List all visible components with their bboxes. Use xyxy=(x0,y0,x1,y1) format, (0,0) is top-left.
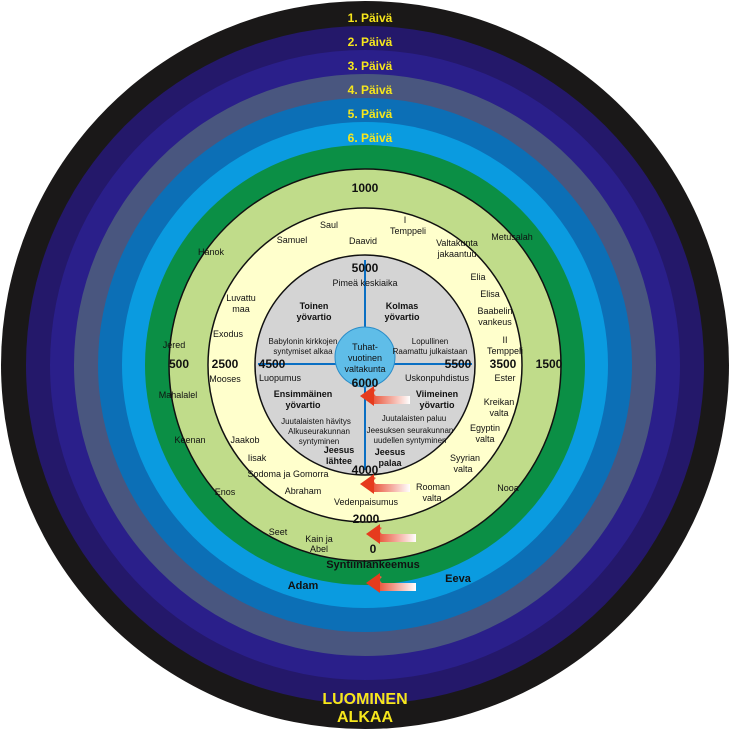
creation-begins-line2: ALKAA xyxy=(337,709,393,726)
label-isak: Iisak xyxy=(248,453,267,463)
label-keenan: Keenan xyxy=(174,435,205,445)
label-sodom: Sodoma ja Gomorra xyxy=(247,469,328,479)
label-babylon-a: Baabelin xyxy=(477,306,512,316)
year-3500: 3500 xyxy=(490,357,517,371)
year-1000: 1000 xyxy=(352,181,379,195)
day-label-5: 5. Päivä xyxy=(348,107,393,121)
label-third-watch-a: Kolmas xyxy=(386,301,419,311)
label-last-watch-a: Viimeinen xyxy=(416,389,458,399)
label-temple1-b: Temppeli xyxy=(390,226,426,236)
label-elisa: Elisa xyxy=(480,289,500,299)
label-final-a: Lopullinen xyxy=(412,337,448,346)
label-early-church-b: syntyminen xyxy=(299,437,339,446)
day-label-2: 2. Päivä xyxy=(348,35,393,49)
label-hanok: Hanok xyxy=(198,247,225,257)
label-temple2-a: II xyxy=(502,335,507,345)
fall-title: Syntiinlankeemus xyxy=(326,559,420,571)
arrow-icon-4000 xyxy=(360,474,410,494)
label-second-watch-b: yövartio xyxy=(296,312,332,322)
label-kingdom-a: Valtakunta xyxy=(436,238,478,248)
arrow-icon-6000 xyxy=(360,386,410,406)
label-first-watch-a: Ensimmäinen xyxy=(274,389,333,399)
label-syria-b: valta xyxy=(453,464,472,474)
label-rome-a: Rooman xyxy=(416,482,450,492)
label-nooa: Nooa xyxy=(497,483,519,493)
label-samuel: Samuel xyxy=(277,235,308,245)
label-mahalalel: Mahalalel xyxy=(159,390,198,400)
center-circle xyxy=(334,326,396,388)
label-first-watch-b: yövartio xyxy=(285,400,321,410)
year-0: 0 xyxy=(370,542,377,556)
label-flood: Vedenpaisumus xyxy=(334,497,399,507)
year-4000: 4000 xyxy=(352,463,379,477)
label-second-watch-a: Toinen xyxy=(300,301,329,311)
label-enos: Enos xyxy=(215,487,236,497)
label-egypt-a: Egyptin xyxy=(470,423,500,433)
label-greece-b: valta xyxy=(489,408,508,418)
center-line2: vuotinen xyxy=(348,353,382,363)
label-elia: Elia xyxy=(470,272,485,282)
label-promised-a: Luvattu xyxy=(226,293,256,303)
label-jesus-returns-b: palaa xyxy=(378,458,402,468)
label-seet: Seet xyxy=(269,527,288,537)
creation-begins-line1: LUOMINEN xyxy=(322,691,407,708)
year-5000: 5000 xyxy=(352,261,379,275)
year-6000: 6000 xyxy=(352,376,379,390)
label-babylon-church-a: Babylonin kirkkojen xyxy=(269,337,338,346)
label-babylon-church-b: syntymiset alkaa xyxy=(273,347,333,356)
year-5500: 5500 xyxy=(445,357,472,371)
label-exodus: Exodus xyxy=(213,329,244,339)
label-jesus-returns-a: Jeesus xyxy=(375,447,406,457)
center-line1: Tuhat- xyxy=(352,342,378,352)
year-4500: 4500 xyxy=(259,357,286,371)
year-500: 500 xyxy=(169,357,189,371)
label-church-new-a: Jeesuksen seurakunnan xyxy=(367,426,454,435)
label-jesus-leaves-b: lähtee xyxy=(326,456,352,466)
label-metusalah: Metusalah xyxy=(491,232,533,242)
label-greece-a: Kreikan xyxy=(484,397,515,407)
label-last-watch-b: yövartio xyxy=(419,400,455,410)
label-third-watch-b: yövartio xyxy=(384,312,420,322)
day-label-3: 3. Päivä xyxy=(348,59,393,73)
day-label-1: 1. Päivä xyxy=(348,11,393,25)
label-rome-b: valta xyxy=(422,493,441,503)
label-daavid: Daavid xyxy=(349,236,377,246)
label-jews-destroy: Juutalaisten hävitys xyxy=(281,417,351,426)
label-kain-abel-2: Abel xyxy=(310,544,328,554)
label-apostasy: Luopumus xyxy=(259,373,302,383)
day-label-6: 6. Päivä xyxy=(348,131,393,145)
label-promised-b: maa xyxy=(232,304,250,314)
label-final-b: Raamattu julkaistaan xyxy=(393,347,468,356)
label-jesus-leaves-a: Jeesus xyxy=(324,445,355,455)
label-mooses: Mooses xyxy=(209,374,241,384)
label-abraham: Abraham xyxy=(285,486,322,496)
label-ester: Ester xyxy=(494,373,515,383)
label-kain-abel-1: Kain ja xyxy=(305,534,333,544)
label-babylon-b: vankeus xyxy=(478,317,512,327)
label-kingdom-b: jakaantuu xyxy=(436,249,476,259)
label-reformation: Uskonpuhdistus xyxy=(405,373,470,383)
year-2000: 2000 xyxy=(353,512,380,526)
label-syria-a: Syyrian xyxy=(450,453,480,463)
label-saul: Saul xyxy=(320,220,338,230)
label-egypt-b: valta xyxy=(475,434,494,444)
arrow-icon-2000 xyxy=(366,524,416,544)
fall-adam: Adam xyxy=(288,580,319,592)
label-temple2-b: Temppeli xyxy=(487,346,523,356)
label-early-church-a: Alkuseurakunnan xyxy=(288,427,350,436)
label-jews-return: Juutalaisten paluu xyxy=(382,414,447,423)
center-line3: valtakunta xyxy=(344,364,385,374)
year-2500: 2500 xyxy=(212,357,239,371)
day-label-4: 4. Päivä xyxy=(348,83,393,97)
label-jaakob: Jaakob xyxy=(230,435,259,445)
label-jered: Jered xyxy=(163,340,186,350)
year-1500: 1500 xyxy=(536,357,563,371)
label-dark-ages: Pimeä keskiaika xyxy=(332,278,397,288)
fall-eve: Eeva xyxy=(445,573,472,585)
label-temple1-a: I xyxy=(404,215,407,225)
label-church-new-b: uudellen syntyminen xyxy=(374,436,447,445)
arrow-icon-fall xyxy=(366,573,416,593)
